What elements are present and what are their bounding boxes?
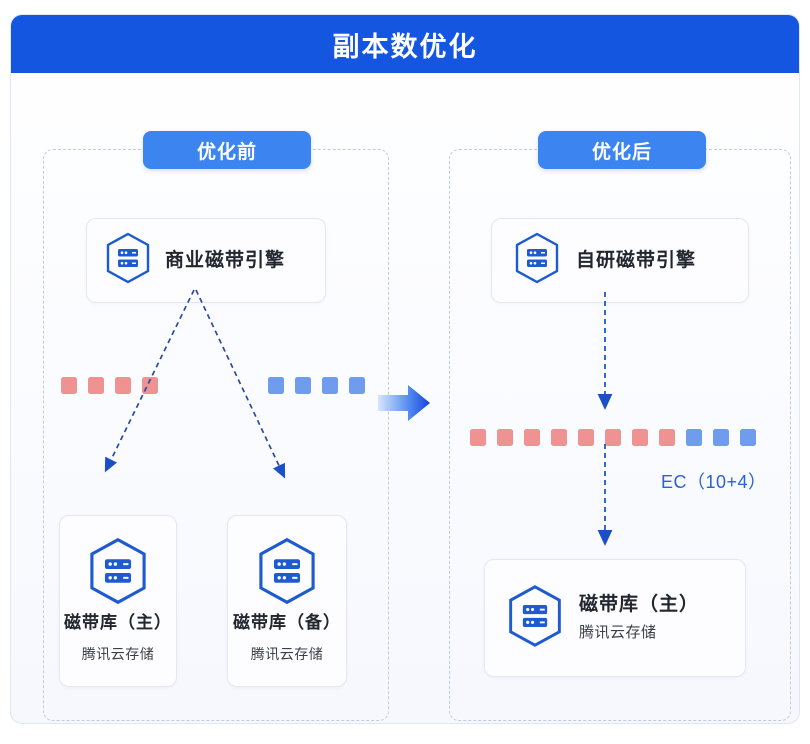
server-hexagon-icon (507, 584, 563, 653)
replica-block (713, 429, 729, 446)
node-subtitle: 腾讯云存储 (81, 645, 155, 662)
node-text-group: 自研磁带引擎 (576, 248, 696, 274)
node-subtitle: 腾讯云存储 (579, 623, 657, 641)
ec-label: EC（10+4） (661, 472, 767, 492)
replica-blocks-before-red (61, 377, 169, 394)
replica-blocks-after (470, 429, 767, 446)
replica-block (115, 377, 131, 394)
node-commercial-tape-engine: 商业磁带引擎 (86, 218, 326, 303)
replica-block (551, 429, 567, 446)
replica-block (470, 429, 486, 446)
replica-block (740, 429, 756, 446)
node-tape-library-main-after: 磁带库（主） 腾讯云存储 (484, 559, 746, 677)
node-title: 商业磁带引擎 (165, 249, 286, 271)
badge-after: 优化后 (538, 131, 706, 169)
page-title: 副本数优化 (332, 31, 478, 62)
server-hexagon-icon (88, 537, 148, 610)
server-hexagon-icon (257, 537, 317, 610)
replica-block (295, 377, 311, 394)
node-title: 磁带库（备） (233, 613, 341, 633)
node-text-group: 磁带库（主） 腾讯云存储 (579, 592, 699, 644)
node-tape-library-backup: 磁带库（备） 腾讯云存储 (227, 515, 347, 687)
node-selfdev-tape-engine: 自研磁带引擎 (491, 218, 749, 303)
node-title: 磁带库（主） (579, 593, 700, 615)
replica-block (605, 429, 621, 446)
server-hexagon-icon (514, 232, 560, 289)
replica-block (268, 377, 284, 394)
replica-block (142, 377, 158, 394)
replica-block (659, 429, 675, 446)
replica-block (578, 429, 594, 446)
replica-block (88, 377, 104, 394)
replica-block (322, 377, 338, 394)
node-subtitle: 腾讯云存储 (250, 645, 324, 662)
node-text-group: 商业磁带引擎 (165, 248, 285, 274)
replica-block (524, 429, 540, 446)
node-title: 磁带库（主） (64, 613, 172, 633)
replica-block (686, 429, 702, 446)
card-header: 副本数优化 (11, 15, 799, 73)
replica-blocks-before-blue (268, 377, 376, 394)
diagram-card: 副本数优化 优化前 优化后 (10, 14, 800, 724)
replica-block (349, 377, 365, 394)
server-hexagon-icon (105, 232, 151, 289)
right-arrow-icon (378, 385, 430, 421)
node-title: 自研磁带引擎 (576, 249, 697, 271)
badge-before: 优化前 (143, 131, 311, 169)
replica-block (497, 429, 513, 446)
node-tape-library-main: 磁带库（主） 腾讯云存储 (59, 515, 177, 687)
replica-block (632, 429, 648, 446)
replica-block (61, 377, 77, 394)
